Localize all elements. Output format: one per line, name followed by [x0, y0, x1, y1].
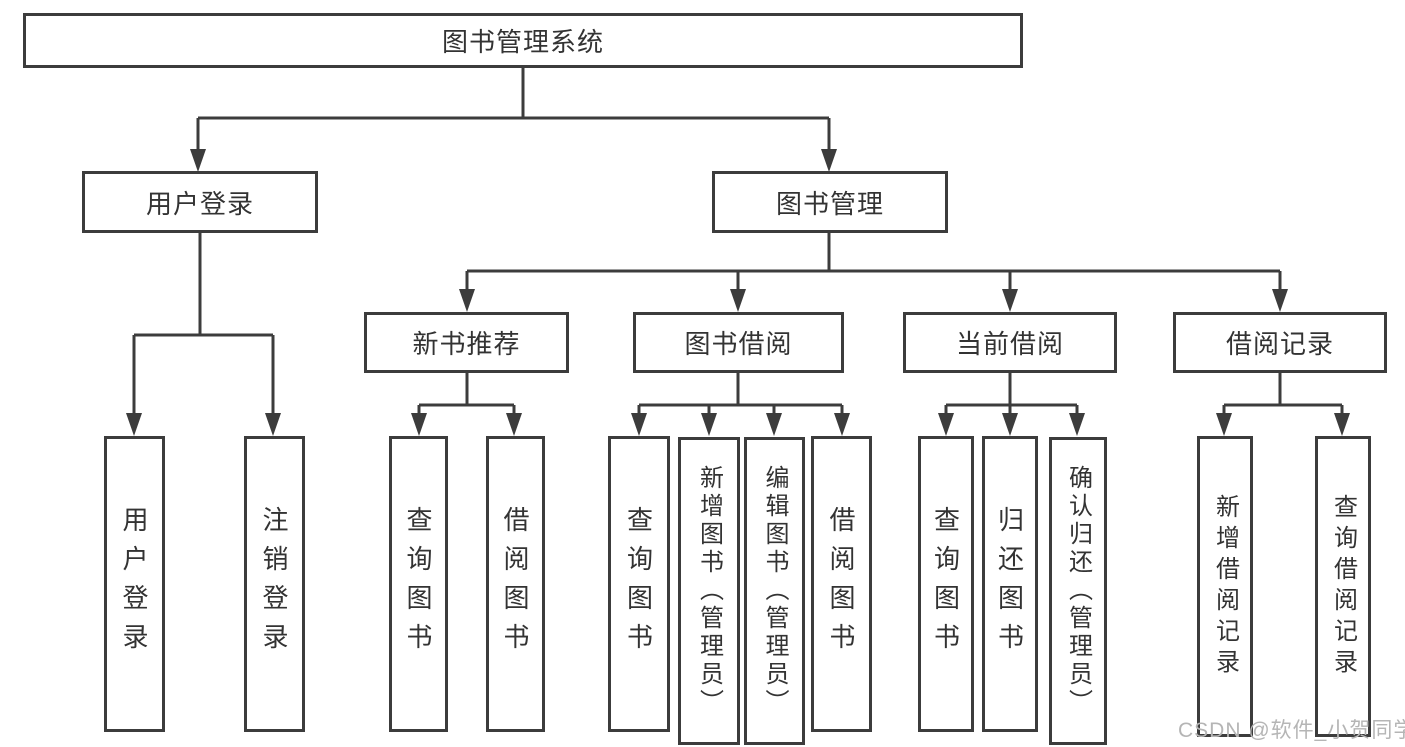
node-label: 归还图书	[994, 506, 1025, 662]
leaf-add-book-admin: 新增图书（管理员）	[678, 437, 740, 745]
node-label: 图书借阅	[684, 329, 793, 359]
node-label: 用户登录	[145, 188, 254, 219]
node-new-book-recommend: 新书推荐	[364, 312, 569, 373]
leaf-borrow-books-1: 借阅图书	[486, 436, 545, 732]
node-label: 图书管理系统	[441, 27, 604, 57]
node-label: 借阅图书	[500, 506, 530, 662]
leaf-query-books-3: 查询图书	[918, 436, 974, 732]
node-label: 查询图书	[623, 506, 654, 662]
node-label: 用户登录	[119, 506, 149, 662]
leaf-borrow-books-2: 借阅图书	[811, 436, 872, 732]
node-label: 确认归还（管理员）	[1064, 465, 1092, 717]
node-library-system: 图书管理系统	[23, 13, 1023, 68]
node-label: 借阅图书	[826, 506, 856, 662]
leaf-query-books-1: 查询图书	[389, 436, 448, 732]
leaf-confirm-return-admin: 确认归还（管理员）	[1049, 437, 1107, 745]
node-label: 注销登录	[259, 506, 289, 662]
node-label: 新书推荐	[412, 329, 521, 359]
leaf-add-borrow-record: 新增借阅记录	[1197, 436, 1253, 737]
node-book-borrowing: 图书借阅	[633, 312, 844, 373]
leaf-return-books: 归还图书	[982, 436, 1038, 732]
node-user-login: 用户登录	[82, 171, 318, 233]
leaf-logout: 注销登录	[244, 436, 305, 732]
node-label: 新增借阅记录	[1211, 493, 1239, 680]
node-borrowing-records: 借阅记录	[1173, 312, 1387, 373]
watermark: CSDN @软件_小贺同学	[1178, 719, 1405, 742]
arrowheads	[126, 149, 1350, 436]
leaf-edit-book-admin: 编辑图书（管理员）	[744, 437, 805, 745]
node-label: 图书管理	[775, 188, 884, 219]
leaf-user-login: 用户登录	[104, 436, 165, 732]
node-current-borrowing: 当前借阅	[903, 312, 1117, 373]
node-label: 新增图书（管理员）	[695, 465, 723, 717]
node-label: 查询图书	[930, 506, 961, 662]
leaf-query-books-2: 查询图书	[608, 436, 670, 732]
node-label: 编辑图书（管理员）	[761, 465, 788, 717]
node-book-management: 图书管理	[712, 171, 948, 233]
node-label: 借阅记录	[1225, 329, 1334, 359]
node-label: 当前借阅	[955, 329, 1064, 359]
node-label: 查询图书	[403, 506, 433, 662]
leaf-query-borrow-record: 查询借阅记录	[1315, 436, 1371, 737]
node-label: 查询借阅记录	[1329, 493, 1357, 680]
